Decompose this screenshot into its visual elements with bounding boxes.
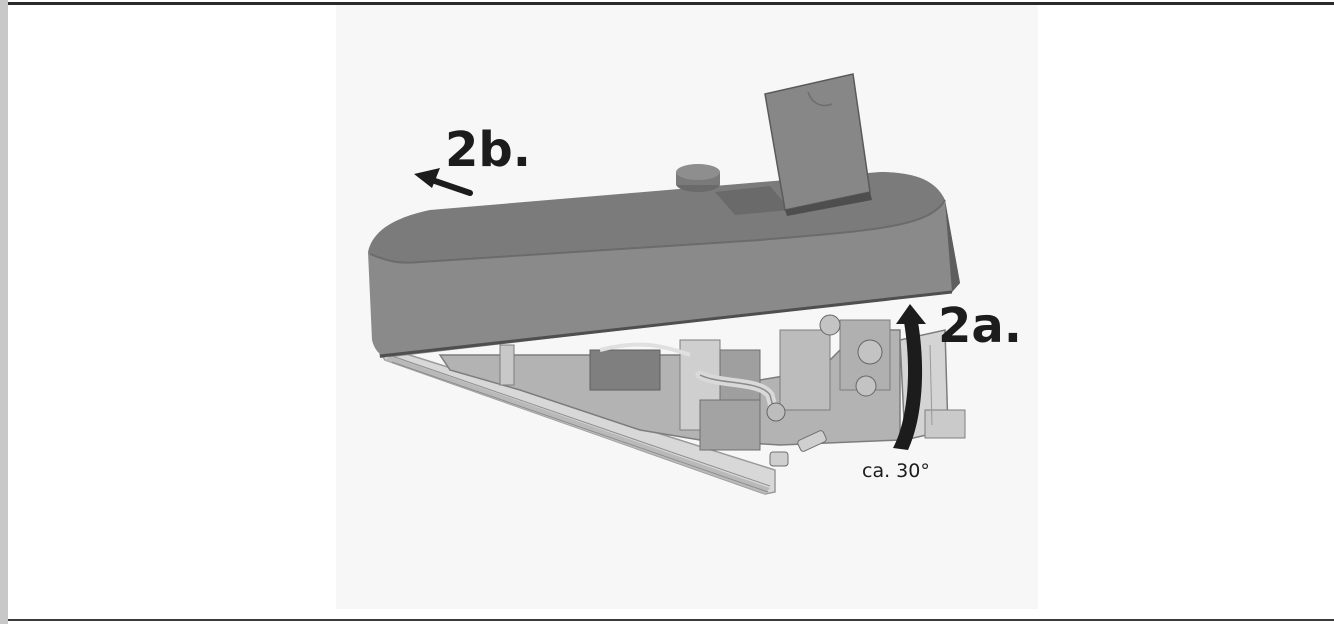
step-2b-label: 2b.	[445, 122, 531, 178]
housing-cover	[368, 73, 960, 358]
page-margin-bar	[0, 0, 8, 624]
arrow-2a-icon	[893, 304, 926, 450]
mounting-rail	[376, 349, 776, 495]
angle-label: ca. 30°	[862, 460, 930, 482]
top-divider	[8, 2, 1334, 5]
bottom-divider	[8, 619, 1334, 621]
internal-components	[438, 314, 966, 467]
step-2a-label: 2a.	[938, 298, 1023, 354]
arrow-2b-icon	[414, 168, 473, 196]
